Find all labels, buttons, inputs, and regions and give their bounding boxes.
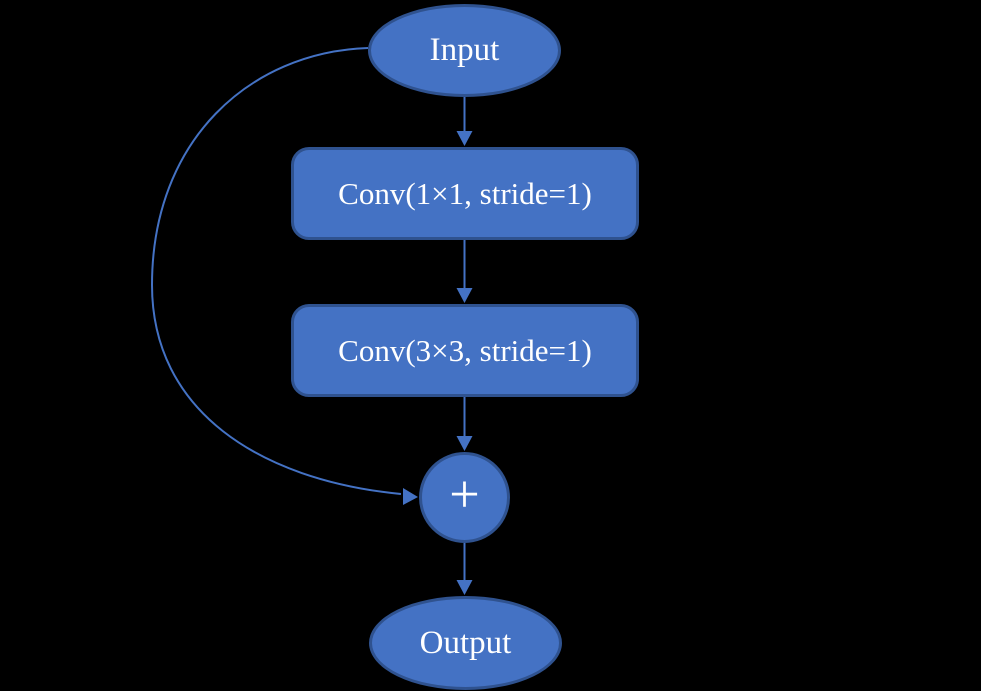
node-conv-3x3-label: Conv(3×3, stride=1) [338, 332, 592, 368]
arrowhead-icon [456, 288, 473, 303]
node-output-label: Output [419, 624, 512, 661]
edge-conv2-add [456, 397, 473, 451]
node-conv-1x1-label: Conv(1×1, stride=1) [338, 175, 592, 211]
arrowhead-icon [403, 488, 418, 505]
node-conv-1x1: Conv(1×1, stride=1) [291, 147, 639, 240]
edge-add-output [456, 543, 473, 595]
arrowhead-icon [456, 131, 473, 146]
edge-skip-input-add [150, 47, 418, 505]
node-conv-3x3: Conv(3×3, stride=1) [291, 304, 639, 397]
arrowhead-icon [456, 580, 473, 595]
node-input: Input [368, 4, 561, 97]
plus-icon: + [449, 463, 480, 524]
node-input-label: Input [429, 32, 500, 68]
node-output: Output [369, 596, 562, 690]
edge-conv1-conv2 [456, 240, 473, 303]
arrowhead-icon [456, 436, 473, 451]
edge-input-conv1 [456, 97, 473, 146]
node-add: + [419, 452, 510, 543]
